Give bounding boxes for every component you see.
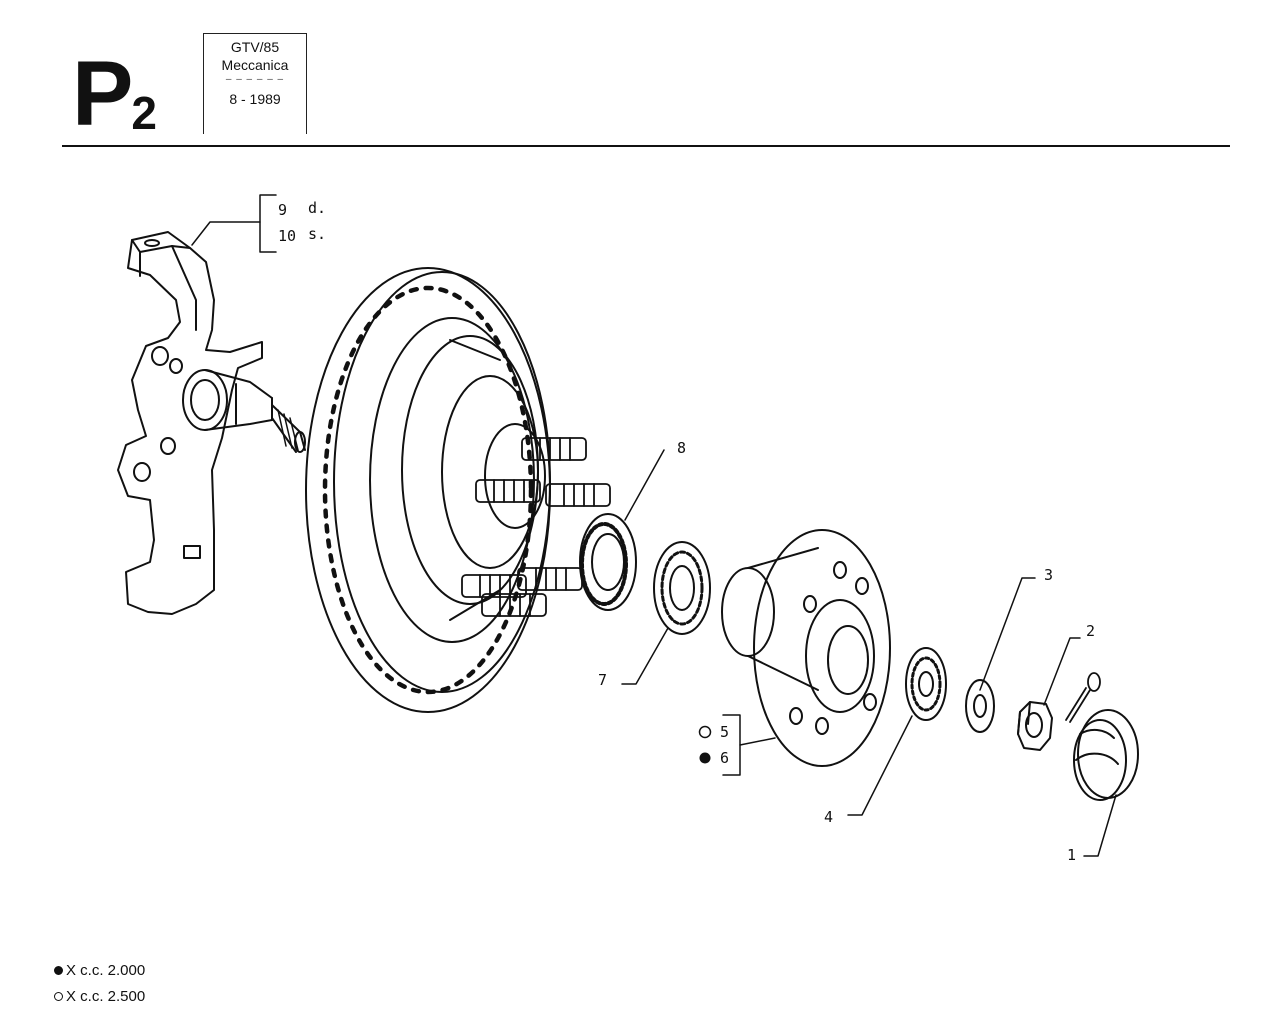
- callout-9: 9: [278, 201, 287, 219]
- category-name: Meccanica: [221, 57, 289, 73]
- legend-filled-text: X c.c. 2.000: [66, 962, 146, 979]
- wheel-studs: [461, 437, 611, 617]
- callout-7: 7: [598, 671, 607, 689]
- legend-filled: X c.c. 2.000: [54, 962, 145, 979]
- section-number: 2: [131, 87, 157, 139]
- header-rule: [62, 145, 1230, 147]
- outer-bearing: [905, 647, 947, 721]
- leader-lines: [191, 194, 1117, 857]
- wheel-hub: [721, 529, 891, 767]
- model-info-box: GTV/85 Meccanica – – – – – – 8 - 1989: [203, 33, 307, 134]
- model-name: GTV/85: [230, 39, 280, 55]
- variant-filled-marker: [699, 752, 711, 764]
- callout-4: 4: [824, 808, 833, 826]
- callout-3: 3: [1044, 566, 1053, 584]
- callout-5: 5: [720, 723, 729, 741]
- inner-bearing: [653, 541, 711, 635]
- callout-left-side: s.: [308, 225, 326, 243]
- callout-6: 6: [720, 749, 729, 767]
- separator-dashes: – – – – – –: [225, 74, 285, 85]
- washer: [965, 679, 995, 733]
- open-dot-icon: [54, 992, 63, 1001]
- issue-date: 8 - 1989: [229, 91, 281, 107]
- variant-open-marker: [698, 725, 712, 739]
- callout-right-side: d.: [308, 199, 326, 217]
- grease-cap: [1073, 709, 1139, 801]
- castle-nut: [1017, 701, 1053, 751]
- callout-labels: 9 d. 10 s. 8 7 3 2 4 1 5 6: [278, 199, 1095, 864]
- seal: [579, 513, 637, 611]
- callout-8: 8: [677, 439, 686, 457]
- steering-knuckle: [117, 231, 306, 615]
- callout-1: 1: [1067, 846, 1076, 864]
- section-code: P2: [72, 48, 157, 140]
- callout-2: 2: [1086, 622, 1095, 640]
- brake-disc: [305, 267, 551, 713]
- section-letter: P: [72, 43, 133, 145]
- filled-dot-icon: [54, 966, 63, 975]
- callout-10: 10: [278, 227, 296, 245]
- cotter-pin: [1065, 672, 1101, 723]
- legend-open: X c.c. 2.500: [54, 988, 145, 1005]
- legend-open-text: X c.c. 2.500: [66, 988, 146, 1005]
